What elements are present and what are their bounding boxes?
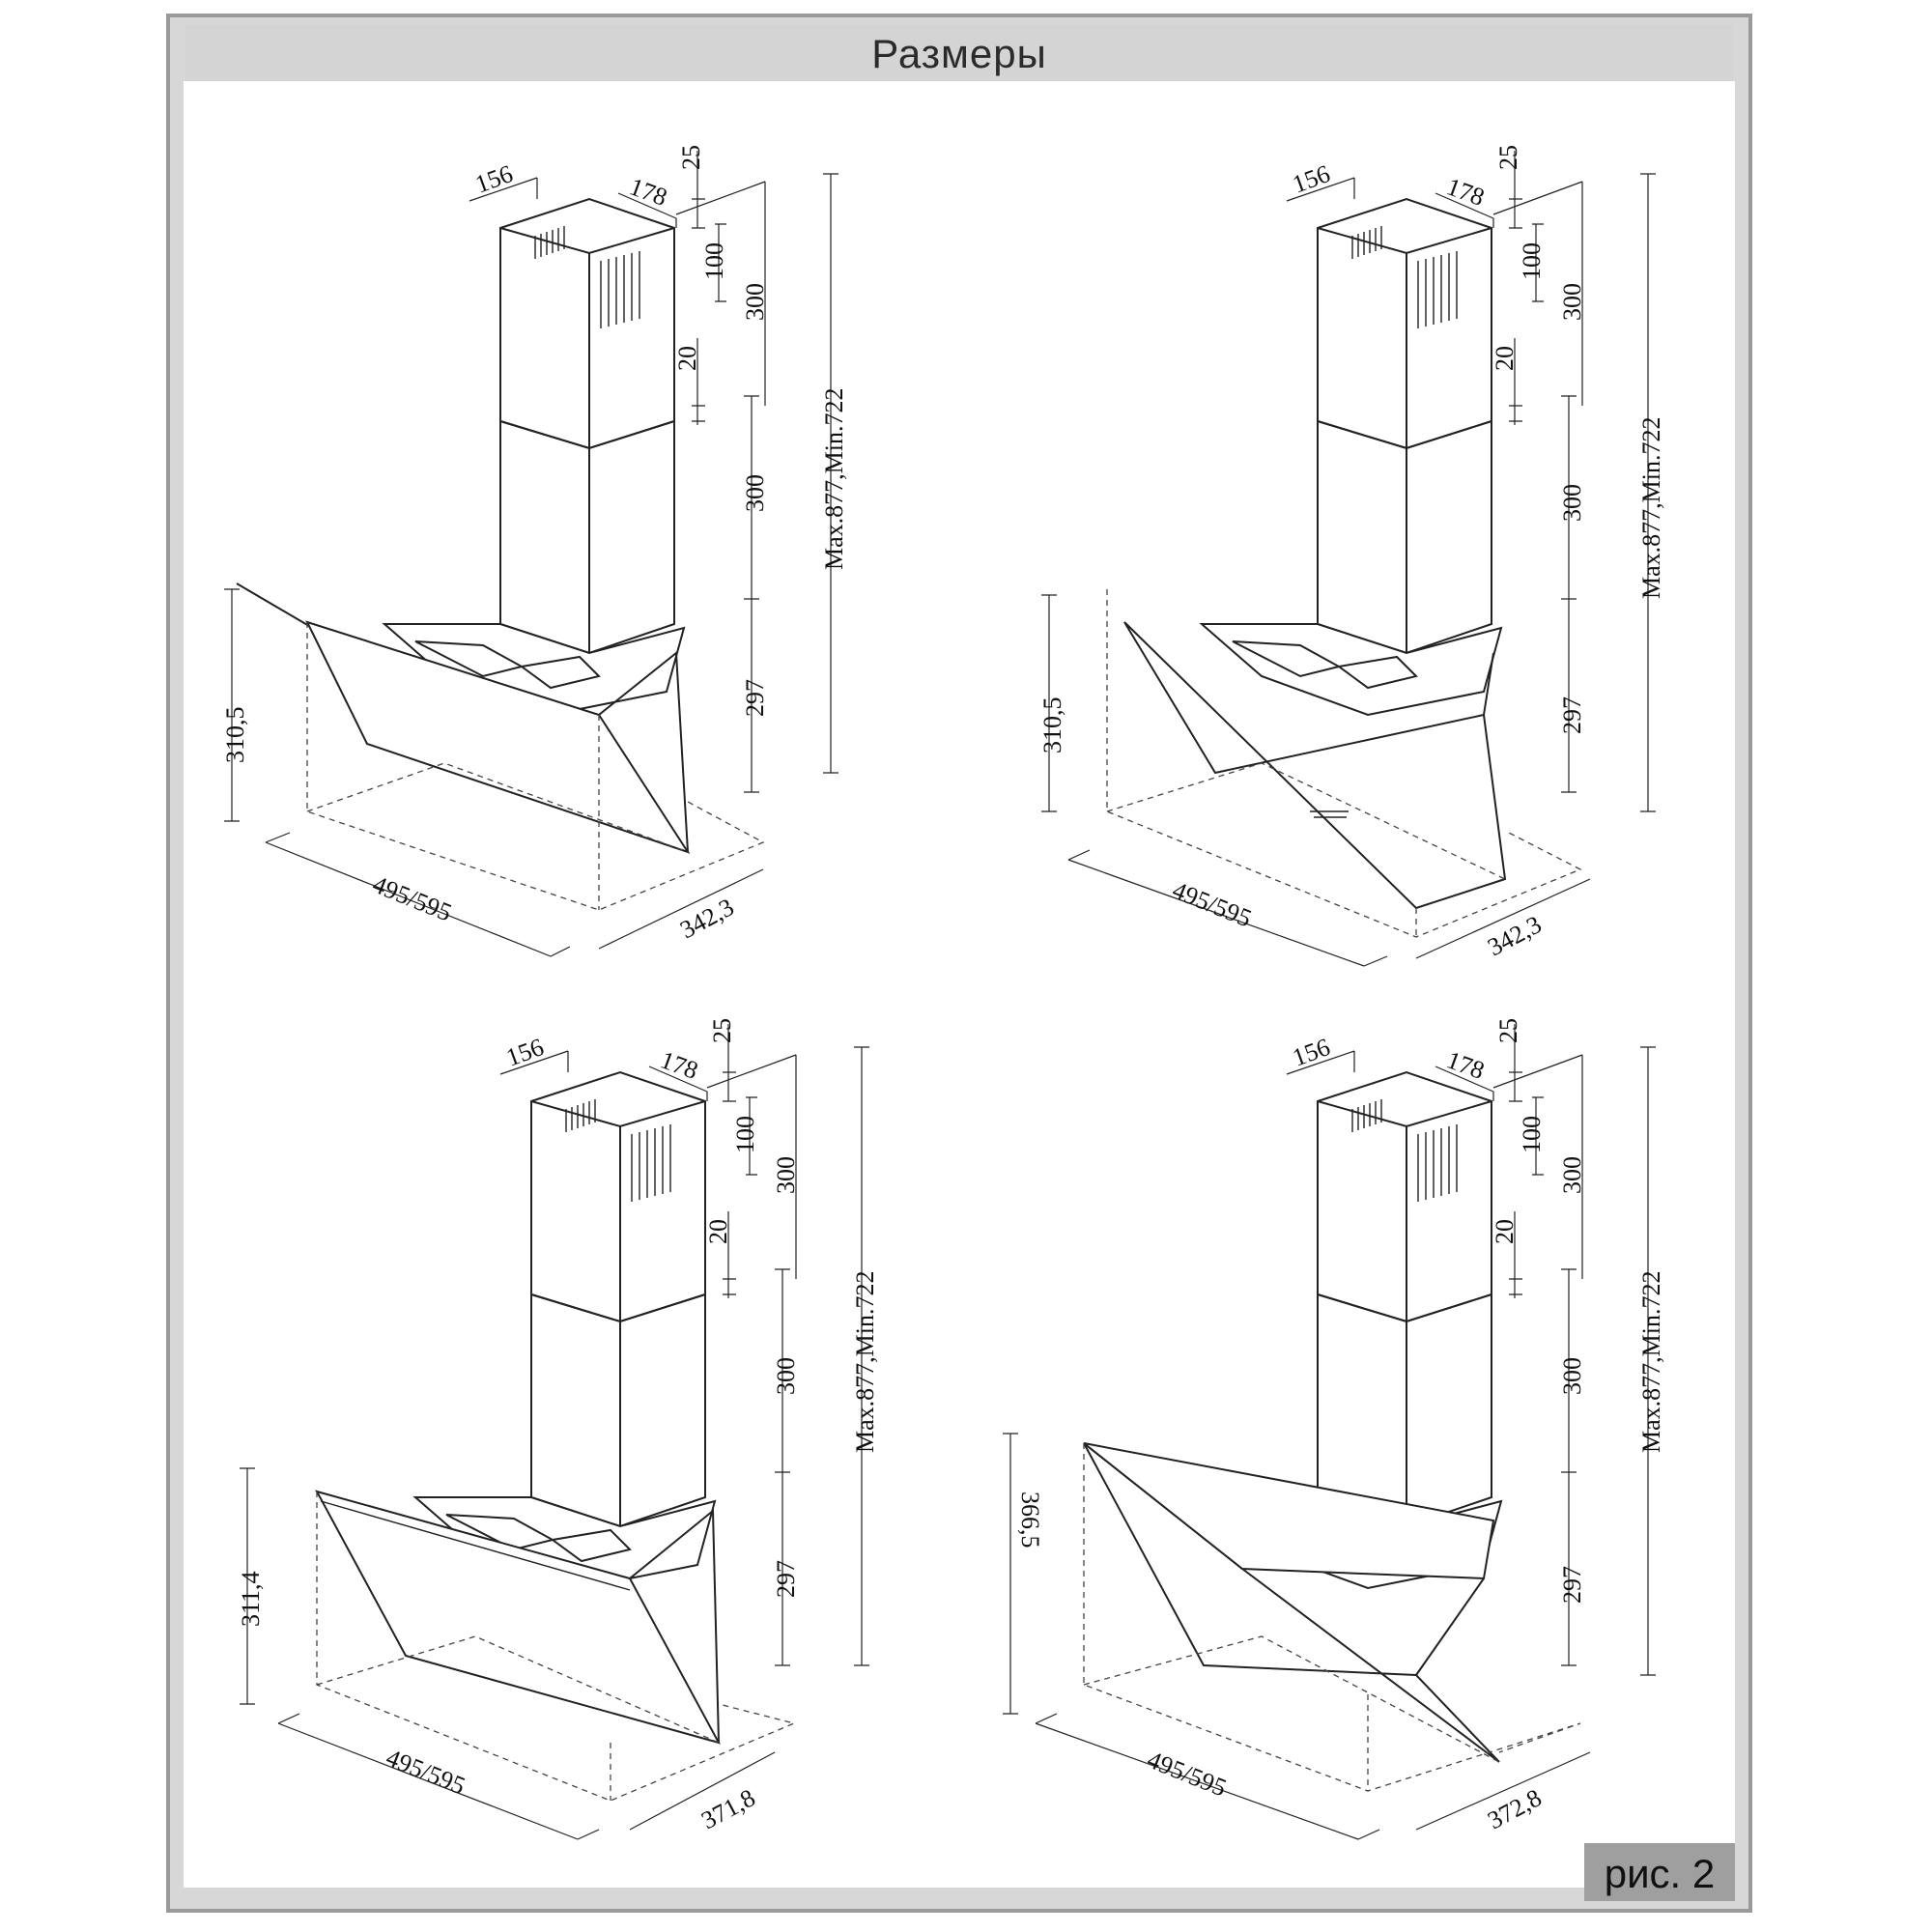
dimension-lines <box>224 151 838 957</box>
dim-max-min: Max.877,Min.722 <box>851 1271 879 1454</box>
dim-base-height: 297 <box>1558 1566 1586 1604</box>
dim-top-width-2: 178 <box>657 1045 702 1085</box>
dim-upper-height: 300 <box>1558 1156 1586 1194</box>
dim-overlap: 20 <box>673 346 701 371</box>
header-bar: Размеры <box>185 25 1733 81</box>
dim-lower-height: 300 <box>772 1357 800 1395</box>
dim-top-width-1: 156 <box>471 159 517 199</box>
dim-top-gap: 25 <box>677 145 705 170</box>
dimension-lines <box>240 1024 869 1840</box>
dim-panel-height: 311,4 <box>237 1571 265 1627</box>
hood-illustration <box>1083 1070 1581 1792</box>
dim-top-gap: 25 <box>1494 145 1522 170</box>
dim-top-width-1: 156 <box>1289 159 1334 199</box>
dim-lower-height: 300 <box>1558 484 1586 522</box>
dim-depth: 342,3 <box>675 893 738 944</box>
dim-width: 495/595 <box>1144 1746 1231 1803</box>
dim-depth: 371,8 <box>696 1783 759 1834</box>
dim-vent: 100 <box>731 1116 759 1153</box>
page-title: Размеры <box>871 31 1047 76</box>
dim-depth: 342,3 <box>1483 910 1546 961</box>
dimension-lines <box>1041 151 1656 967</box>
dim-top-gap: 25 <box>1494 1018 1522 1043</box>
dim-top-width-2: 178 <box>1443 172 1489 212</box>
dim-overlap: 20 <box>1491 1219 1519 1244</box>
dim-vent: 100 <box>1518 1116 1546 1153</box>
dim-base-height: 297 <box>741 679 769 717</box>
hood-illustration <box>1106 197 1582 938</box>
hood-drawing-4: 156 178 25 100 300 20 300 297 Max.877,Mi… <box>1003 1018 1665 1840</box>
dim-top-gap: 25 <box>708 1018 736 1043</box>
figure-label: рис. 2 <box>1604 1851 1716 1896</box>
dim-overlap: 20 <box>704 1219 732 1244</box>
hood-drawing-3: 156 178 25 100 300 20 300 297 Max.877,Mi… <box>237 1018 879 1840</box>
dim-vent: 100 <box>700 242 728 280</box>
dim-lower-height: 300 <box>1558 1357 1586 1395</box>
dim-top-width-2: 178 <box>1443 1045 1489 1085</box>
dim-max-min: Max.877,Min.722 <box>820 388 848 571</box>
dim-panel-height: 310,5 <box>1038 697 1066 754</box>
hood-illustration <box>236 197 765 911</box>
dim-width: 495/595 <box>1169 876 1256 933</box>
dim-upper-height: 300 <box>772 1156 800 1194</box>
figure-label-badge: рис. 2 <box>1584 1843 1735 1901</box>
dim-overlap: 20 <box>1491 346 1519 371</box>
dim-width: 495/595 <box>369 870 456 927</box>
dim-max-min: Max.877,Min.722 <box>1637 1271 1665 1454</box>
hood-drawing-2: 156 178 25 100 300 20 300 297 Max.877,Mi… <box>1038 145 1665 967</box>
hood-illustration <box>315 1070 797 1802</box>
dim-panel-height: 310,5 <box>221 707 249 764</box>
dim-upper-height: 300 <box>1558 283 1586 321</box>
dim-panel-height: 366,5 <box>1016 1492 1044 1548</box>
dim-width: 495/595 <box>383 1744 469 1801</box>
dim-upper-height: 300 <box>741 283 769 321</box>
dim-vent: 100 <box>1518 242 1546 280</box>
dim-top-width-1: 156 <box>502 1033 548 1072</box>
dim-depth: 372,8 <box>1483 1783 1546 1834</box>
dim-top-width-1: 156 <box>1289 1033 1334 1072</box>
dim-max-min: Max.877,Min.722 <box>1637 417 1665 600</box>
dimension-lines <box>1003 1024 1656 1840</box>
hood-drawing-1: 156 178 25 100 300 20 300 297 Max.877,Mi… <box>221 145 848 957</box>
dim-base-height: 297 <box>1558 696 1586 734</box>
dim-base-height: 297 <box>772 1560 800 1598</box>
dim-lower-height: 300 <box>741 474 769 512</box>
dim-top-width-2: 178 <box>626 172 671 212</box>
